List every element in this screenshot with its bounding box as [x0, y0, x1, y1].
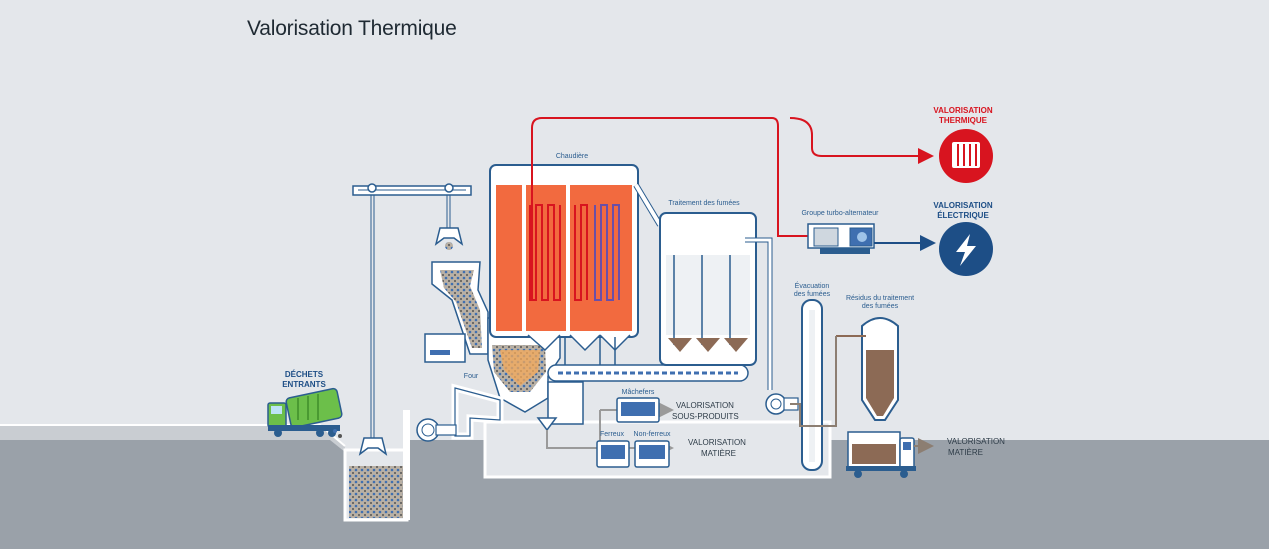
chaudiere-label: Chaudière	[556, 153, 588, 160]
sous-produits-label-1: VALORISATION	[676, 401, 734, 410]
ferreux-label: Ferreux	[600, 431, 625, 438]
sous-produits-label-2: SOUS-PRODUITS	[672, 412, 739, 421]
four-label: Four	[464, 373, 479, 380]
crane	[352, 183, 472, 456]
machefers-container	[616, 397, 660, 423]
flue-gas-treatment	[633, 183, 773, 390]
residus-label-1: Résidus du traitement	[846, 295, 914, 302]
chimney	[801, 299, 823, 471]
matiere-droite-label-2: MATIÈRE	[948, 448, 983, 457]
thermique-output-label-2: THERMIQUE	[939, 116, 988, 125]
waste-truck-icon	[267, 387, 343, 438]
matiere-centre-label-1: VALORISATION	[688, 438, 746, 447]
residue-silo	[836, 317, 899, 421]
waste-bunker	[343, 410, 410, 522]
ash-hoppers	[564, 337, 616, 365]
machefers-label: Mâchefers	[622, 389, 655, 396]
evacuation-label-2: des fumées	[794, 291, 831, 298]
turbo-label: Groupe turbo-alternateur	[801, 210, 879, 217]
electrique-output-label-1: VALORISATION	[933, 201, 992, 210]
boiler	[489, 164, 639, 352]
residue-truck-icon	[846, 431, 916, 478]
evacuation-label-1: Évacuation	[795, 281, 830, 290]
lightning-bolt-icon	[939, 222, 993, 276]
matiere-droite-label-1: VALORISATION	[947, 437, 1005, 446]
ferreux-container	[596, 440, 630, 468]
page-title: Valorisation Thermique	[247, 17, 457, 40]
traitement-label: Traitement des fumées	[668, 200, 740, 207]
feed-hopper	[424, 261, 489, 363]
radiator-icon	[939, 129, 993, 183]
air-fan	[416, 383, 504, 442]
flue-residue-pipe	[790, 336, 837, 427]
dechets-label-1: DÉCHETS	[285, 370, 324, 379]
non-ferreux-container	[634, 440, 670, 468]
non-ferreux-label: Non-ferreux	[634, 431, 671, 438]
dechets-label-2: ENTRANTS	[282, 380, 326, 389]
conveyor	[547, 364, 749, 382]
steam-pipe	[531, 117, 934, 300]
matiere-centre-label-2: MATIÈRE	[701, 449, 736, 458]
thermique-output-label-1: VALORISATION	[933, 106, 992, 115]
turbo-alternator	[807, 223, 875, 254]
residus-label-2: des fumées	[862, 303, 899, 310]
electrique-output-label-2: ÉLECTRIQUE	[937, 211, 989, 220]
